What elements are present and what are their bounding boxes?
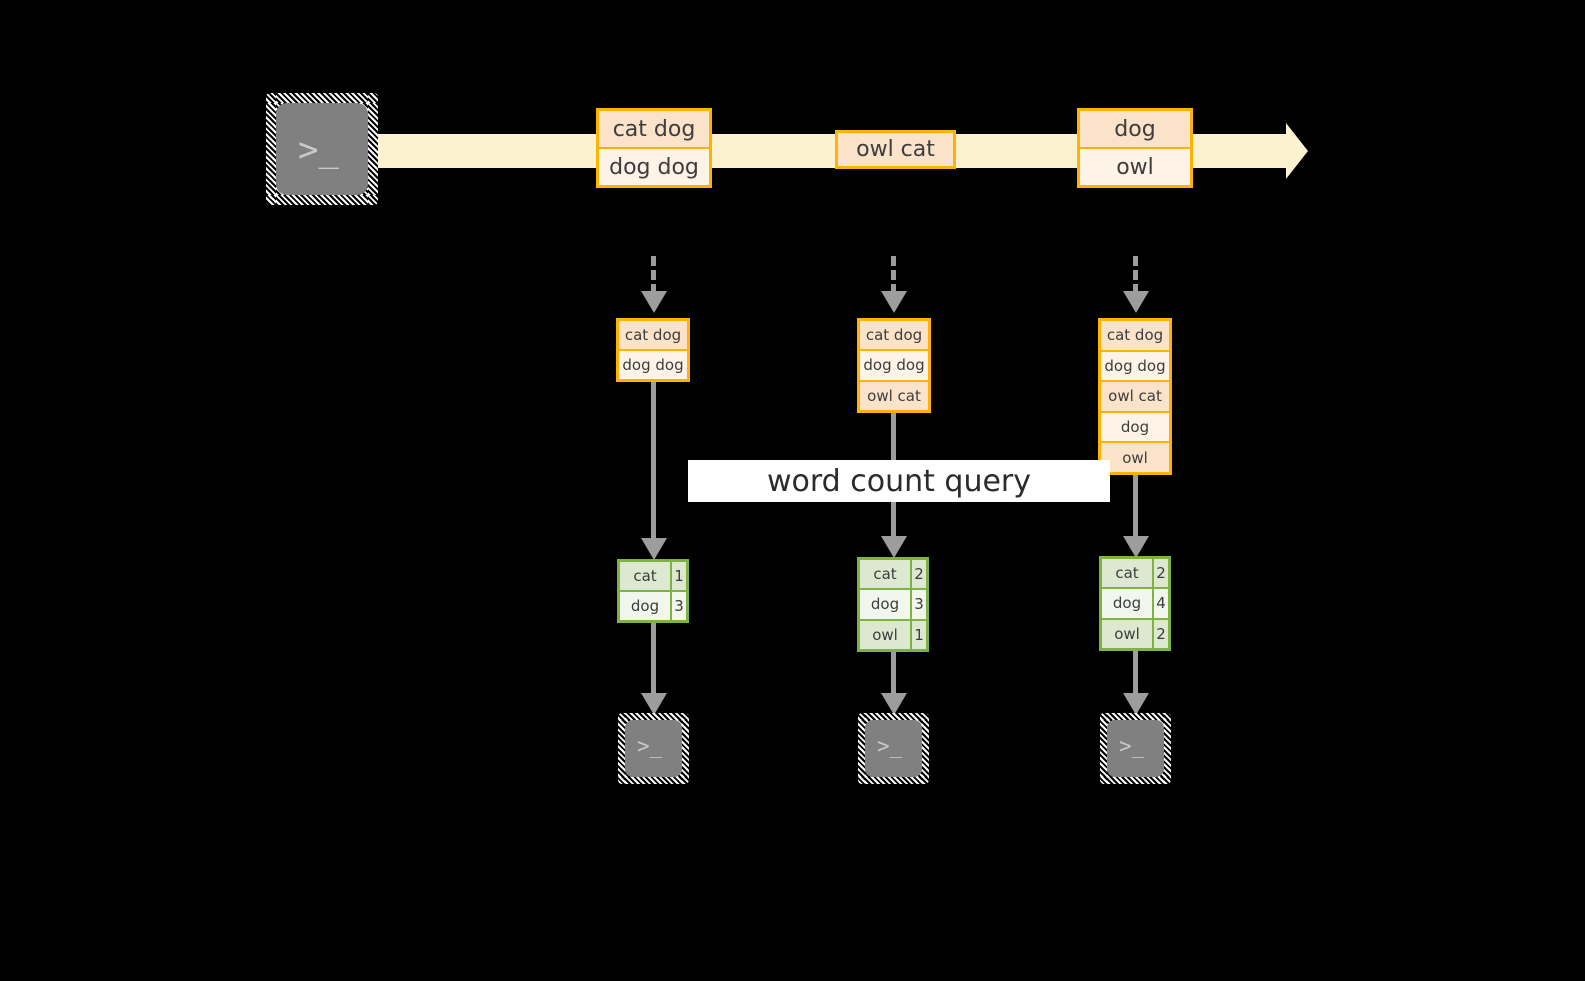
result-word: owl — [1102, 619, 1154, 648]
snapshot-3-sink-terminal-icon[interactable]: >_ — [1100, 713, 1171, 784]
result-count: 3 — [912, 590, 926, 619]
result-word: dog — [860, 590, 912, 619]
query-label-band: word count query — [688, 460, 1110, 502]
source-terminal-icon[interactable]: >_ — [266, 93, 378, 205]
stream-record-line: dog — [1080, 111, 1190, 149]
stream-record-line: dog dog — [599, 149, 709, 185]
snapshot-1-input-table[interactable]: cat dog dog dog — [616, 318, 690, 382]
input-row: owl — [1101, 443, 1169, 472]
result-row: dog 3 — [620, 592, 686, 620]
result-count: 1 — [912, 620, 926, 649]
terminal-screen — [1107, 720, 1164, 777]
result-row: dog 4 — [1102, 589, 1168, 620]
snapshot-2-result-table[interactable]: cat 2 dog 3 owl 1 — [857, 557, 929, 652]
snapshot-2-tick-line — [891, 256, 896, 294]
stream-arrowhead — [1286, 123, 1308, 179]
snapshot-3-tick-arrowhead — [1123, 291, 1149, 313]
snapshot-2-tick-arrowhead — [881, 291, 907, 313]
terminal-screen — [625, 720, 682, 777]
terminal-prompt-glyph: >_ — [637, 734, 663, 758]
result-word: dog — [1102, 589, 1154, 618]
snapshot-3-query-arrowhead — [1123, 536, 1149, 558]
result-word: owl — [860, 620, 912, 649]
snapshot-2-query-arrowhead — [881, 536, 907, 558]
input-row: cat dog — [1101, 321, 1169, 352]
stream-record-line: owl cat — [838, 133, 953, 166]
snapshot-3-sink-arrowhead — [1123, 693, 1149, 715]
snapshot-3-tick-line — [1133, 256, 1138, 294]
snapshot-1-sink-arrowhead — [641, 693, 667, 715]
result-count: 2 — [912, 560, 926, 589]
result-count: 2 — [1154, 619, 1168, 648]
result-word: cat — [620, 562, 672, 590]
terminal-prompt-glyph: >_ — [298, 130, 339, 170]
snapshot-2-sink-line — [891, 652, 896, 698]
snapshot-1-result-table[interactable]: cat 1 dog 3 — [617, 559, 689, 623]
snapshot-3-result-table[interactable]: cat 2 dog 4 owl 2 — [1099, 556, 1171, 651]
snapshot-1-sink-terminal-icon[interactable]: >_ — [618, 713, 689, 784]
snapshot-1-tick-line — [651, 256, 656, 294]
terminal-screen — [276, 103, 368, 195]
result-count: 3 — [672, 592, 686, 620]
snapshot-2-sink-terminal-icon[interactable]: >_ — [858, 713, 929, 784]
terminal-prompt-glyph: >_ — [1119, 734, 1145, 758]
stream-record-line: cat dog — [599, 111, 709, 149]
input-row: dog dog — [619, 351, 687, 379]
input-row: cat dog — [619, 321, 687, 351]
result-word: cat — [860, 560, 912, 589]
input-row: owl cat — [1101, 382, 1169, 413]
result-row: cat 2 — [860, 560, 926, 591]
stream-record-line: owl — [1080, 149, 1190, 185]
result-row: cat 1 — [620, 562, 686, 592]
snapshot-1-sink-line — [651, 623, 656, 698]
input-row: dog — [1101, 412, 1169, 444]
result-count: 2 — [1154, 559, 1168, 588]
terminal-prompt-glyph: >_ — [877, 734, 903, 758]
snapshot-3-sink-line — [1133, 651, 1138, 698]
input-row: owl cat — [860, 381, 928, 410]
snapshot-1-query-arrowhead — [641, 538, 667, 560]
snapshot-2-sink-arrowhead — [881, 693, 907, 715]
snapshot-1-query-line — [651, 382, 656, 545]
stream-record-2[interactable]: owl cat — [835, 130, 956, 169]
input-row: cat dog — [860, 321, 928, 352]
result-count: 1 — [672, 562, 686, 590]
input-row: dog dog — [860, 351, 928, 382]
snapshot-2-input-table[interactable]: cat dog dog dog owl cat — [857, 318, 931, 413]
snapshot-1-tick-arrowhead — [641, 291, 667, 313]
result-row: owl 1 — [860, 620, 926, 649]
result-word: cat — [1102, 559, 1154, 588]
query-label-text: word count query — [766, 463, 1032, 499]
stream-record-1[interactable]: cat dog dog dog — [596, 108, 712, 188]
terminal-screen — [865, 720, 922, 777]
stream-record-3[interactable]: dog owl — [1077, 108, 1193, 188]
snapshot-3-query-line — [1133, 475, 1138, 545]
result-row: dog 3 — [860, 590, 926, 621]
input-row: dog dog — [1101, 351, 1169, 383]
result-row: owl 2 — [1102, 619, 1168, 648]
result-count: 4 — [1154, 589, 1168, 618]
result-row: cat 2 — [1102, 559, 1168, 590]
result-word: dog — [620, 592, 672, 620]
snapshot-3-input-table[interactable]: cat dog dog dog owl cat dog owl — [1098, 318, 1172, 475]
